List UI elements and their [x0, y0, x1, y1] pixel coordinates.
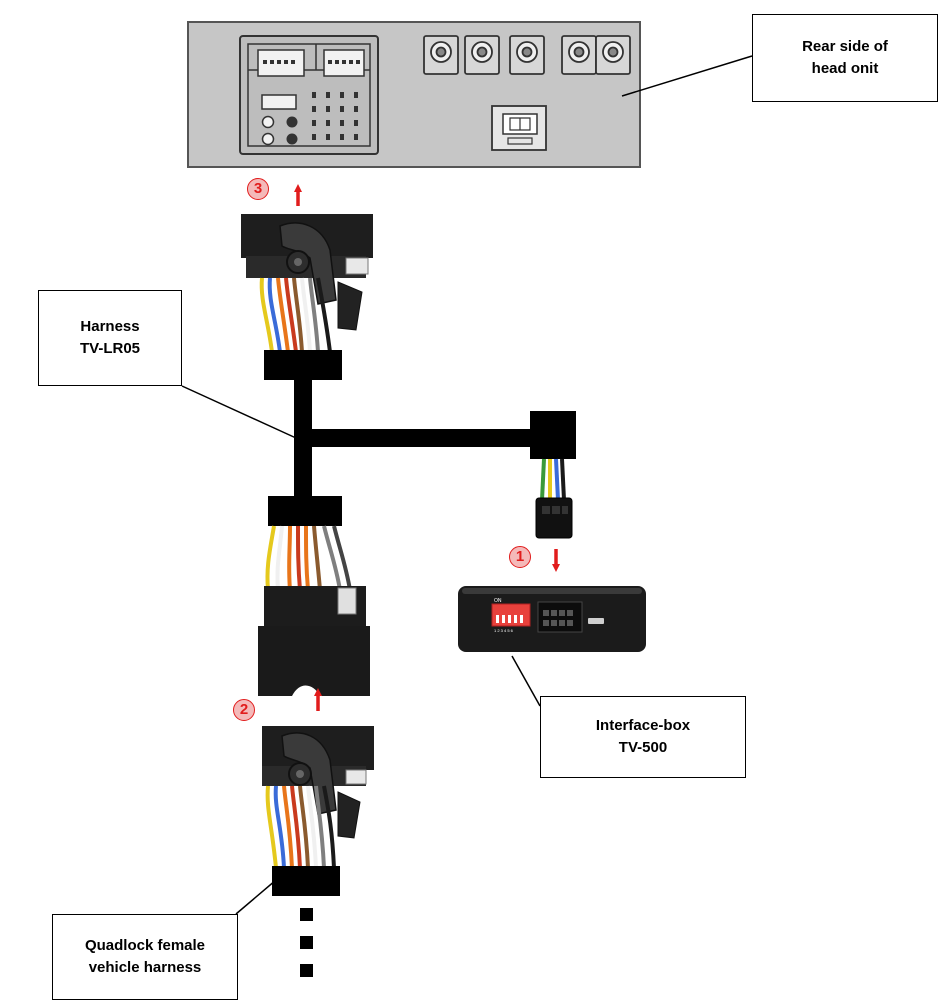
- harness-sleeve-bottom: [268, 496, 342, 526]
- wires-branch: [540, 458, 566, 501]
- harness-trunk: [294, 380, 576, 496]
- interface-box-device: [458, 586, 646, 652]
- fakra-sockets: [423, 35, 631, 75]
- dip-numbers-label: 1 2 3 4 5 6: [494, 628, 514, 633]
- step-1-badge: 1: [509, 546, 531, 568]
- vehicle-harness-sleeve: [272, 866, 340, 896]
- harness-callout-line: [181, 385, 297, 439]
- head-unit-callout-line: [621, 55, 753, 97]
- wires-bottom: [265, 785, 336, 869]
- harness-female-connector: [258, 586, 370, 696]
- vehicle-quadlock-plug: [262, 726, 374, 839]
- harness-sleeve-top: [264, 350, 342, 380]
- usb-port: [588, 618, 604, 624]
- quadlock-callout-line: [235, 879, 277, 915]
- six-pin-plug: [535, 497, 573, 539]
- device-port: [537, 601, 583, 633]
- harness-label: Harness TV-LR05: [38, 290, 182, 386]
- quadlock-label: Quadlock female vehicle harness: [52, 914, 238, 1000]
- lvds-socket: [491, 105, 547, 151]
- interface-callout-line: [511, 655, 541, 707]
- dip-on-label: ON: [494, 598, 502, 604]
- wires-middle: [265, 525, 352, 591]
- quadlock-socket: [239, 35, 379, 155]
- head-unit-rear-panel: [187, 21, 641, 168]
- harness-top-plug: [241, 214, 373, 331]
- head-unit-label: Rear side of head onit: [752, 14, 938, 102]
- continuation-marks: [300, 908, 313, 977]
- step-3-badge: 3: [247, 178, 269, 200]
- step-2-badge: 2: [233, 699, 255, 721]
- wires-top: [259, 277, 332, 353]
- interface-box-label: Interface-box TV-500: [540, 696, 746, 778]
